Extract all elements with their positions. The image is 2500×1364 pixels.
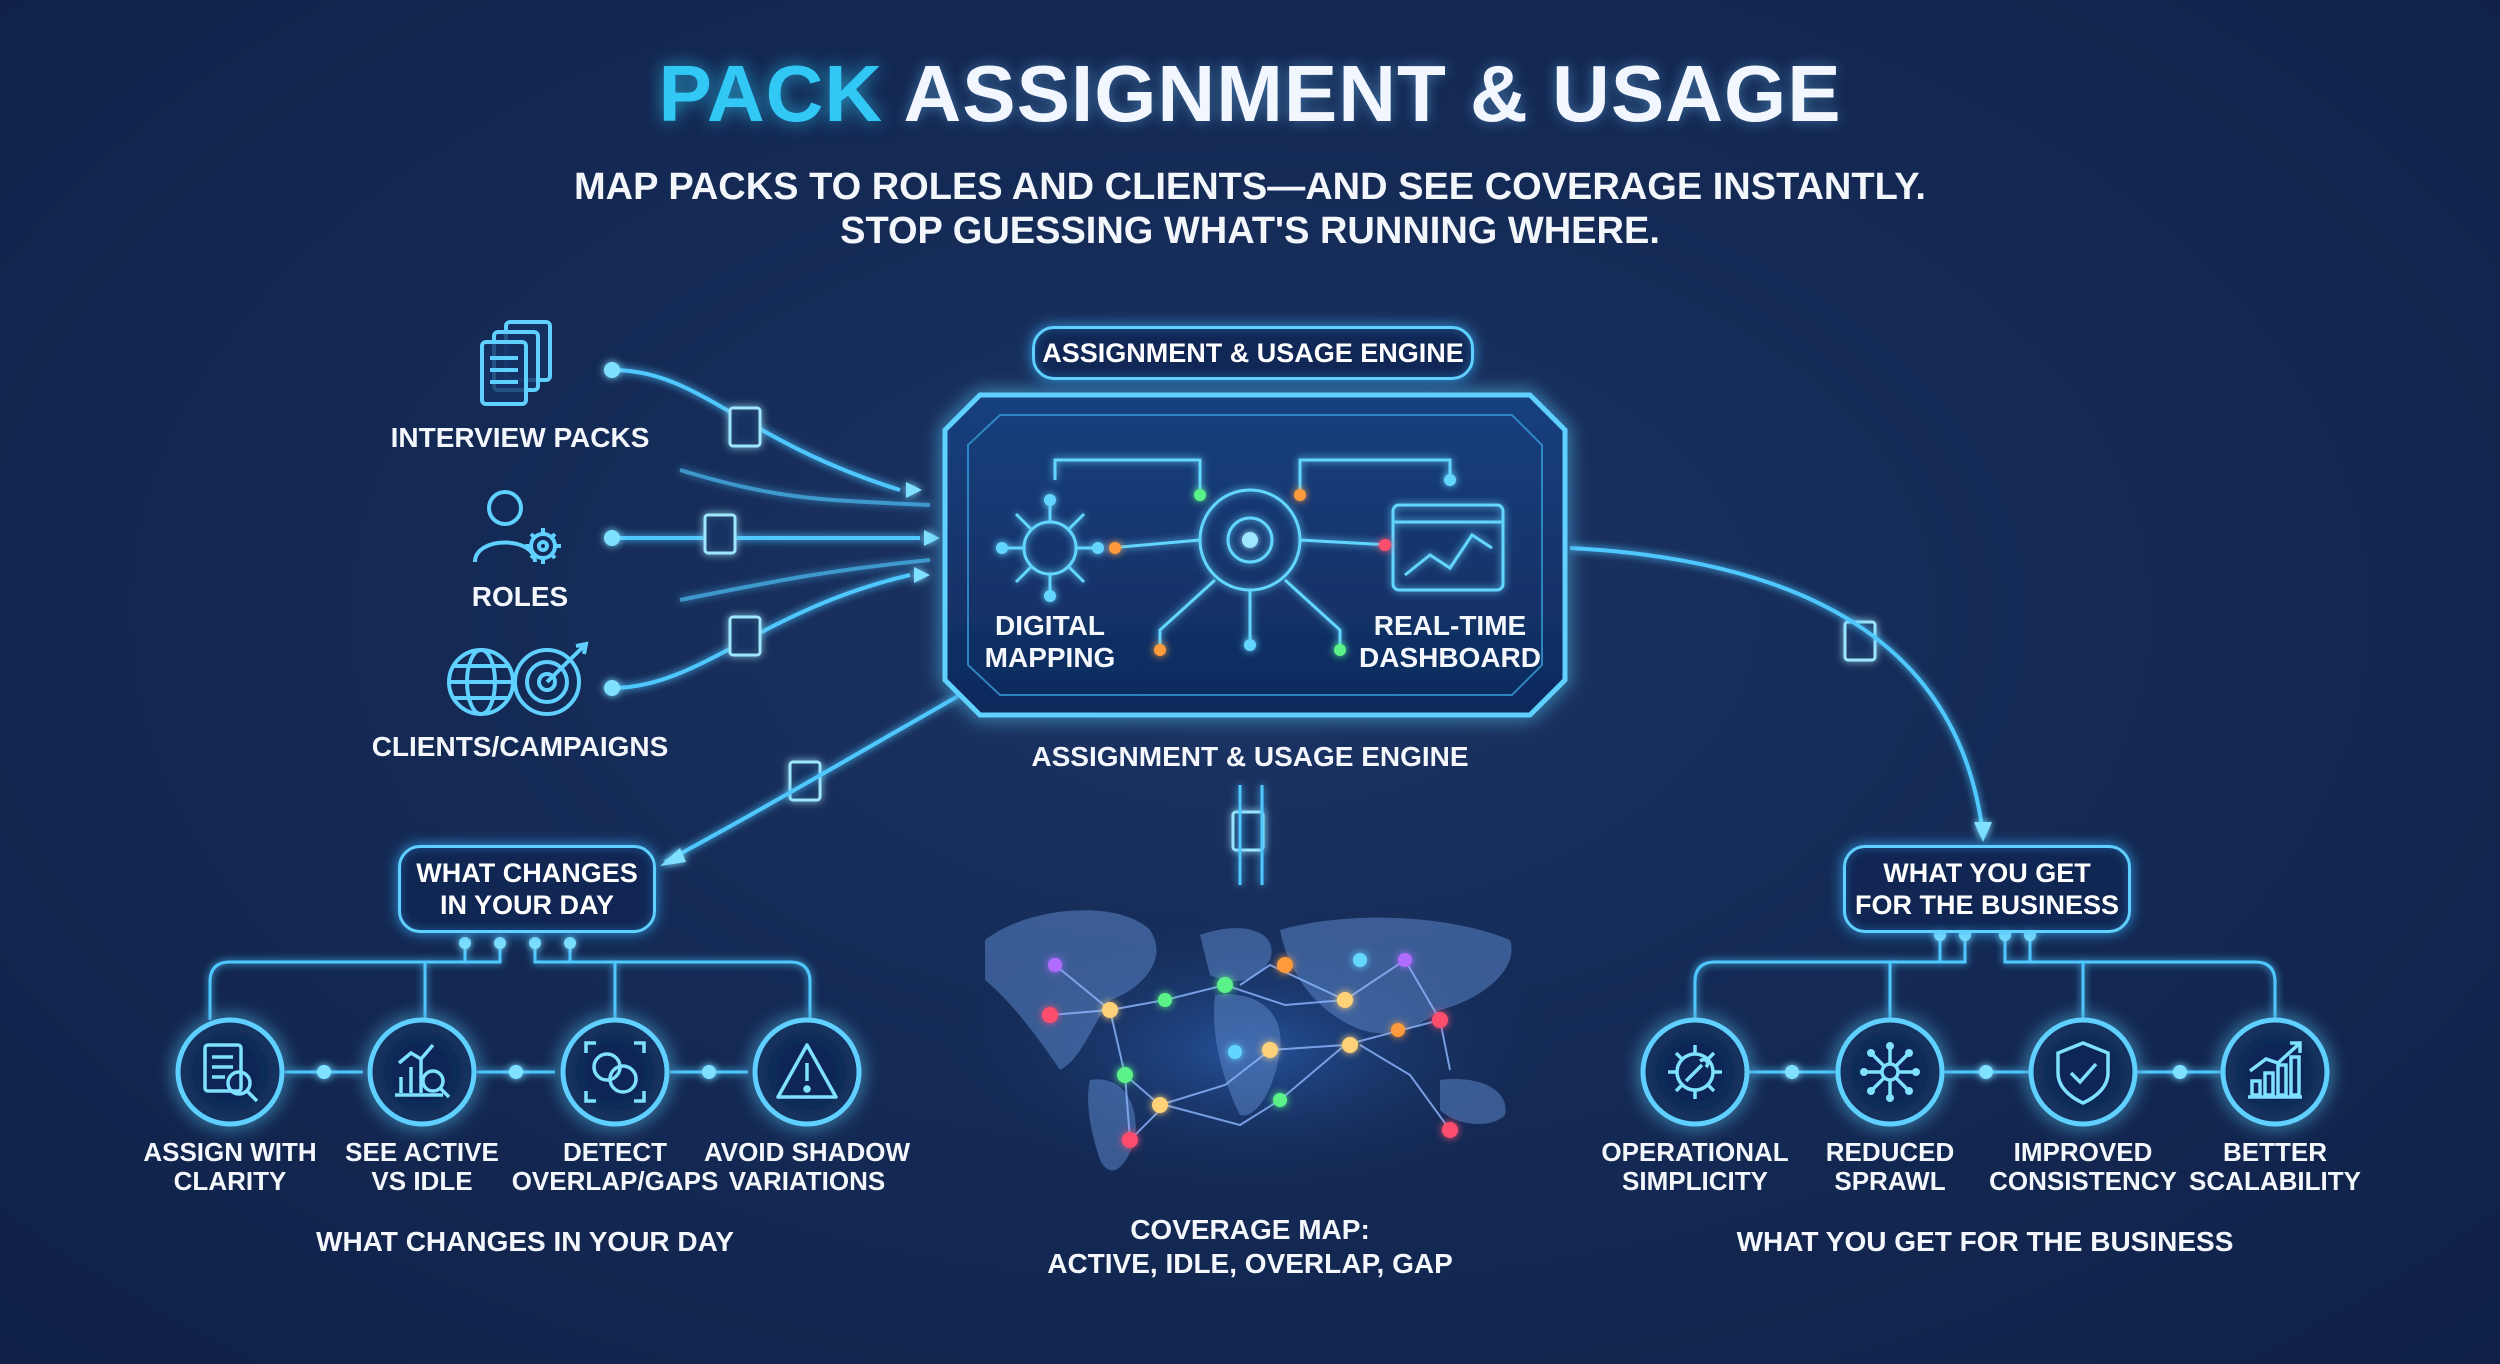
engine-feature-digital-mapping: DIGITAL MAPPING [960, 610, 1140, 674]
right-branch-caption: WHAT YOU GET FOR THE BUSINESS [1736, 1226, 2234, 1257]
engine-top-label: ASSIGNMENT & USAGE ENGINE [1032, 326, 1474, 380]
title-accent: PACK [658, 49, 884, 138]
item-line: SIMPLICITY [1622, 1166, 1768, 1196]
coverage-map-caption-1: COVERAGE MAP: [1130, 1214, 1370, 1245]
subtitle-line-1: MAP PACKS TO ROLES AND CLIENTS—AND SEE C… [574, 166, 1926, 208]
item-line: IMPROVED [2013, 1137, 2153, 1167]
item-line: OVERLAP/GAPS [511, 1166, 719, 1196]
growth-chart-icon [2248, 1041, 2302, 1099]
item-line: VARIATIONS [728, 1166, 886, 1196]
right-branch-box: WHAT YOU GET FOR THE BUSINESS [1843, 845, 2131, 933]
right-item-improved-consistency: IMPROVED CONSISTENCY [1973, 1138, 2193, 1196]
right-item-reduced-sprawl: REDUCED SPRAWL [1780, 1138, 2000, 1196]
item-line: SPRAWL [1834, 1166, 1946, 1196]
left-tree-lines [208, 943, 812, 1074]
shield-check-icon [2056, 1041, 2110, 1105]
gear-wrench-icon [1668, 1045, 1722, 1099]
box-line: WHAT CHANGES [416, 858, 638, 888]
input-label-clients-campaigns: CLIENTS/CAMPAIGNS [371, 731, 669, 762]
subtitle-line-2: STOP GUESSING WHAT'S RUNNING WHERE. [840, 210, 1660, 252]
engine-frame [942, 392, 1568, 718]
item-line: ASSIGN WITH [143, 1137, 317, 1167]
document-search-icon [203, 1043, 259, 1103]
user-gear-icon [473, 490, 561, 564]
title-main: ASSIGNMENT & USAGE [903, 49, 1842, 138]
box-line: WHAT YOU GET [1883, 858, 2091, 888]
right-item-operational-simplicity: OPERATIONAL SIMPLICITY [1585, 1138, 1805, 1196]
right-item-better-scalability: BETTER SCALABILITY [2165, 1138, 2385, 1196]
item-line: BETTER [2223, 1137, 2327, 1167]
item-line: AVOID SHADOW [703, 1137, 911, 1167]
box-line: FOR THE BUSINESS [1854, 890, 2120, 920]
left-item-avoid-shadow-variations: AVOID SHADOW VARIATIONS [697, 1138, 917, 1196]
item-line: CLARITY [173, 1166, 287, 1196]
left-item-see-active-vs-idle: SEE ACTIVE VS IDLE [322, 1138, 522, 1196]
left-item-assign-with-clarity: ASSIGN WITH CLARITY [130, 1138, 330, 1196]
item-line: SCALABILITY [2189, 1166, 2361, 1196]
left-branch-box: WHAT CHANGES IN YOUR DAY [398, 845, 656, 933]
item-line: VS IDLE [371, 1166, 473, 1196]
item-line: DETECT [563, 1137, 667, 1167]
feature-line: REAL-TIME [1373, 610, 1527, 641]
engine-feature-realtime-dashboard: REAL-TIME DASHBOARD [1355, 610, 1545, 674]
item-line: SEE ACTIVE [345, 1137, 499, 1167]
input-wires [611, 368, 931, 690]
coverage-map-graphic [930, 900, 1570, 1200]
input-label-interview-packs: INTERVIEW PACKS [390, 422, 650, 453]
warning-icon [776, 1043, 838, 1099]
overlap-icon [584, 1041, 646, 1103]
feature-line: DASHBOARD [1359, 642, 1541, 673]
documents-icon [480, 320, 552, 406]
feature-line: MAPPING [984, 642, 1116, 673]
input-label-roles: ROLES [471, 581, 569, 612]
chart-search-icon [395, 1043, 451, 1099]
item-line: CONSISTENCY [1989, 1166, 2177, 1196]
page-title: PACK ASSIGNMENT & USAGE [0, 48, 2500, 140]
box-line: IN YOUR DAY [439, 890, 615, 920]
left-item-detect-overlap-gaps: DETECT OVERLAP/GAPS [505, 1138, 725, 1196]
item-line: REDUCED [1825, 1137, 1955, 1167]
left-branch-caption: WHAT CHANGES IN YOUR DAY [316, 1226, 734, 1257]
item-line: OPERATIONAL [1601, 1137, 1789, 1167]
globe-target-icon [447, 641, 589, 716]
engine-bottom-label: ASSIGNMENT & USAGE ENGINE [1031, 741, 1469, 772]
feature-line: DIGITAL [995, 610, 1105, 641]
coverage-map-caption-2: ACTIVE, IDLE, OVERLAP, GAP [1047, 1248, 1453, 1279]
right-tree-lines [1693, 935, 2277, 1074]
network-hub-icon [1860, 1042, 1920, 1102]
